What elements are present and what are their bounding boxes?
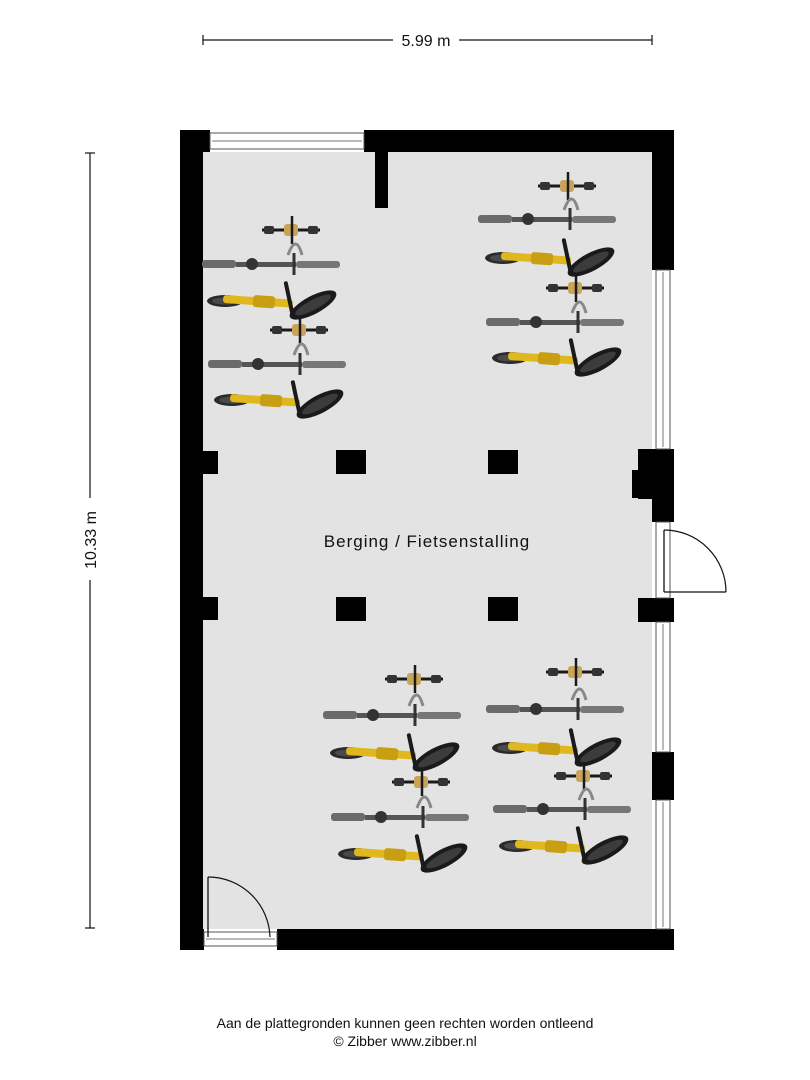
walls (180, 130, 674, 950)
footer-copyright: © Zibber www.zibber.nl (333, 1033, 477, 1049)
width-label: 5.99 m (402, 33, 451, 50)
door-swing-icon (203, 876, 278, 947)
footer-disclaimer: Aan de plattegronden kunnen geen rechten… (216, 1015, 594, 1031)
width-dimension: 5.99 m (202, 33, 653, 50)
height-dimension: 10.33 m (83, 152, 100, 929)
height-label: 10.33 m (83, 511, 100, 569)
room-label: Berging / Fietsenstalling (324, 532, 530, 551)
window-icon (209, 132, 671, 930)
door-swing-icon (663, 529, 727, 593)
